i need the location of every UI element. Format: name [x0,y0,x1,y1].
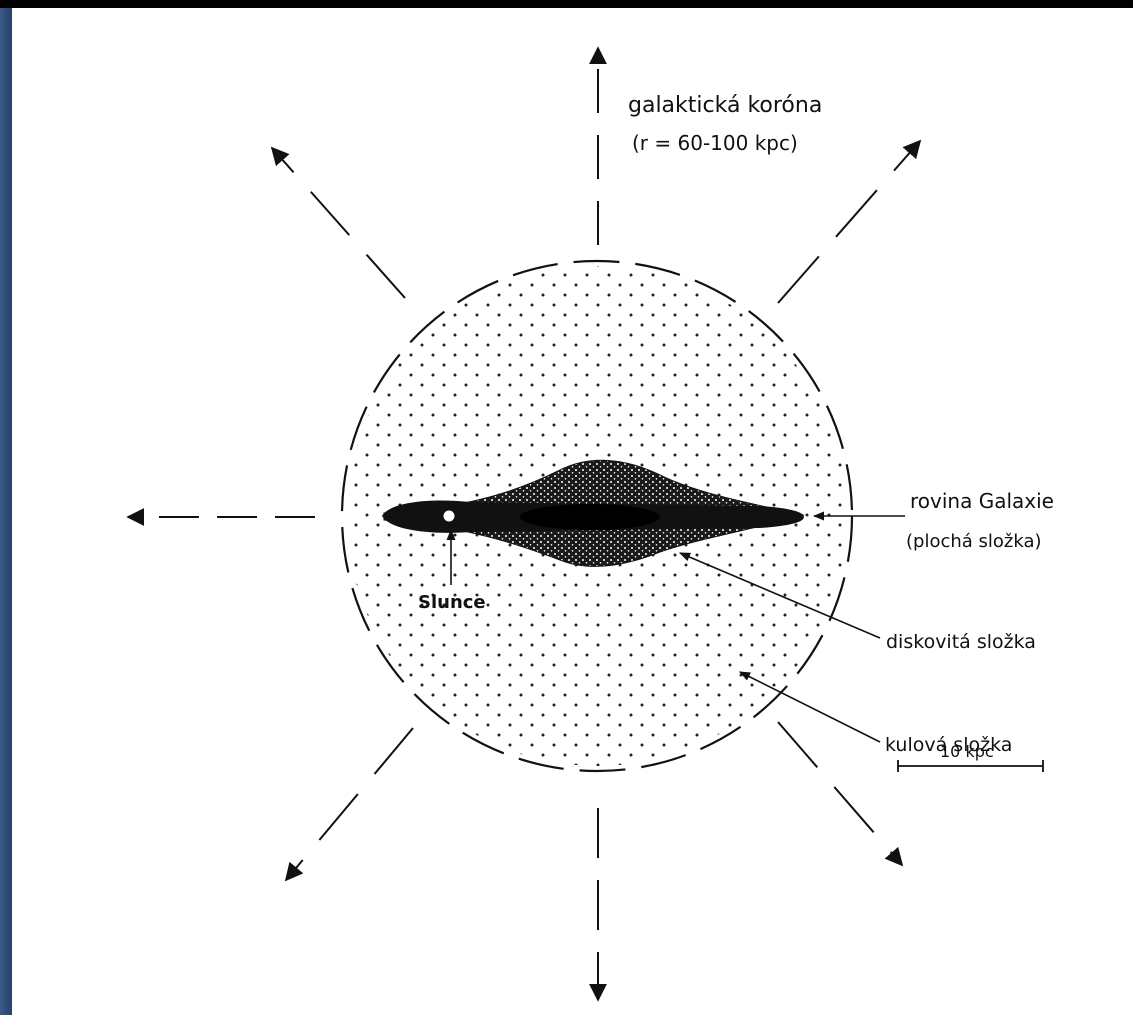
sun-marker [443,510,456,523]
flat-component-label: (plochá složka) [906,531,1042,552]
scale-bar [898,760,1043,772]
corona-radius-label: (r = 60-100 kpc) [632,131,798,155]
arrow-lower-right [778,722,902,865]
arrow-upper-left [272,148,405,298]
scale-label: 10 kpc [940,742,994,761]
sun-label: Slunce [418,592,486,613]
disk-component-label: diskovitá složka [886,631,1036,653]
arrow-lower-left [286,728,413,880]
corona-title-label: galaktická koróna [628,93,822,118]
arrow-upper-right [778,141,920,303]
spherical-leader [740,672,880,742]
galactic-plane-label: rovina Galaxie [910,489,1054,513]
